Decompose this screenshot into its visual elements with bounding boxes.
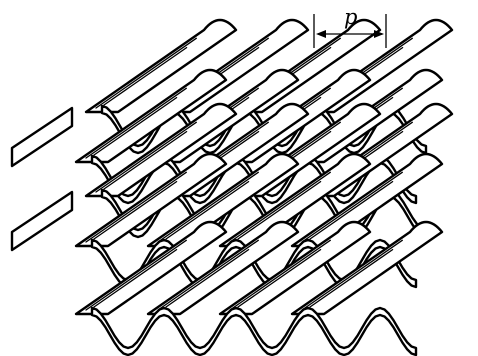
- ridge-highlight-line: [157, 171, 259, 243]
- sheet-front-edge: [90, 306, 418, 356]
- ridge-highlight-line: [93, 180, 178, 240]
- ridge-highlight-line: [165, 248, 250, 308]
- sheet-front-edge-top: [91, 307, 417, 349]
- ridge-highlight-line: [165, 180, 250, 240]
- ridge-highlight-line: [95, 37, 197, 109]
- corrugated-sheets: [10, 18, 454, 356]
- ridge-highlight-line: [229, 239, 331, 311]
- ridge-highlight-line: [85, 87, 187, 159]
- ridge-highlight-line: [93, 248, 178, 308]
- ridge-highlight-line: [309, 180, 394, 240]
- pitch-dimension: p: [313, 5, 387, 48]
- ridge-highlight-line: [237, 180, 322, 240]
- ridge-highlight-line: [301, 171, 403, 243]
- ridge-highlight-line: [85, 239, 187, 311]
- ridge-highlight-line: [229, 171, 331, 243]
- ridge-highlight-line: [85, 171, 187, 243]
- ridge-highlight-line: [103, 130, 188, 190]
- pitch-label: p: [344, 5, 357, 29]
- ridge-highlight-line: [309, 248, 394, 308]
- ridge-highlight-line: [103, 46, 188, 106]
- ridge-highlight-line: [93, 96, 178, 156]
- sheet-front-edge-bottom: [91, 314, 417, 356]
- ridge-highlight-line: [301, 239, 403, 311]
- pitch-arrow-left: [316, 30, 326, 38]
- sheet-side-tab: [10, 190, 74, 252]
- ridge-highlight-line: [237, 248, 322, 308]
- pitch-arrow-right: [374, 30, 384, 38]
- sheet-side-tab: [10, 106, 74, 168]
- ridge-highlight-line: [157, 239, 259, 311]
- ridge-highlight-line: [95, 121, 197, 193]
